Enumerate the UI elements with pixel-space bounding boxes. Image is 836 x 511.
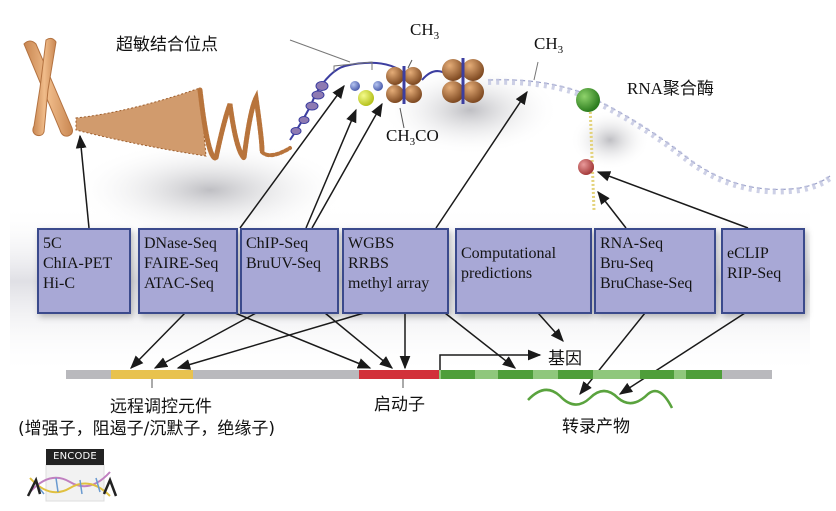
method-label: Computational	[461, 245, 557, 262]
method-label: ATAC-Seq	[144, 275, 214, 292]
arrow-computational-to-gene	[537, 312, 564, 343]
method-box-rna: RNA-Seq Bru-Seq BruChase-Seq	[594, 228, 716, 314]
arrow-rnaseq-to-transcript	[579, 312, 646, 396]
ch3-subscript: 3	[557, 44, 564, 56]
method-label: RRBS	[348, 255, 389, 272]
arrow-wgbs-to-gene	[444, 312, 517, 369]
gene-label: 基因	[548, 349, 582, 369]
ch3-histone-label: CH3	[410, 20, 440, 42]
histone-octamer	[386, 66, 422, 104]
method-label: predictions	[461, 265, 533, 282]
arrow-hic-to-chromosome	[75, 134, 90, 229]
nucleosome-shadow	[380, 65, 560, 155]
ch3-subscript: 3	[433, 30, 440, 42]
encode-logo-text: ENCODE	[46, 449, 104, 465]
chromatin-fiber	[75, 87, 292, 164]
arrow-chip-to-enhancer	[153, 312, 257, 369]
promoter-segment	[359, 370, 439, 379]
arrow-chip-to-histone	[311, 102, 383, 229]
method-box-chromatin-conformation: 5C ChIA-PET Hi-C	[37, 228, 131, 314]
method-label: Hi-C	[43, 275, 75, 292]
exon-4	[640, 370, 674, 379]
promoter-label: 启动子	[374, 395, 425, 415]
distal-element-segment	[111, 370, 193, 379]
ch3co-subscript: 3	[409, 136, 416, 148]
transcript-label: 转录产物	[562, 417, 630, 437]
dna-helix	[487, 78, 832, 195]
genome-track	[66, 349, 772, 388]
arrows-down	[130, 312, 746, 396]
ch3-text: CH	[410, 20, 434, 39]
encode-logo	[26, 464, 118, 502]
arrow-wgbs-to-enhancer	[176, 312, 365, 370]
ch3-text: CH	[534, 34, 558, 53]
tss-arrow	[439, 349, 542, 370]
arrow-eclip-to-rbp	[596, 171, 749, 229]
ch3co-text: CH	[386, 126, 410, 145]
method-label: ChIP-Seq	[246, 235, 309, 252]
method-label: RNA-Seq	[600, 235, 664, 252]
chromatin-shadow	[70, 140, 350, 240]
method-label: ChIA-PET	[43, 255, 113, 272]
arrow-dnase-to-open-site	[239, 84, 345, 229]
ch3-dna-label: CH3	[534, 34, 564, 56]
exon-3	[558, 370, 593, 379]
hypersensitive-bracket	[289, 39, 373, 72]
method-box-methylation: WGBS RRBS methyl array	[342, 228, 449, 314]
method-label: eCLIP	[727, 245, 769, 262]
exon-1	[441, 370, 475, 379]
method-label: methyl array	[348, 275, 430, 292]
arrow-wgbs-to-methyl	[435, 90, 528, 229]
hypersensitive-sites-label: 超敏结合位点	[116, 35, 218, 55]
arrow-dnase-to-promoter	[234, 312, 372, 369]
method-label: BruChase-Seq	[600, 275, 693, 292]
method-label: RIP-Seq	[727, 265, 782, 282]
arrow-chip-to-tf	[305, 108, 357, 229]
distal-element-label: 远程调控元件	[110, 397, 212, 417]
arrows-up	[75, 84, 749, 229]
distal-element-sublabel: (增强子，阻遏子/沉默子，绝缘子)	[18, 419, 275, 439]
arrow-chip-to-promoter	[324, 312, 394, 369]
method-box-chip: ChIP-Seq BruUV-Seq	[240, 228, 339, 314]
arrow-dnase-to-enhancer	[130, 312, 186, 369]
transcription-factor-cluster	[350, 81, 383, 106]
rna-polymerase-label: RNA聚合酶	[627, 79, 714, 98]
method-box-rna-binding: eCLIP RIP-Seq	[721, 228, 805, 314]
ch3co-tail: CO	[415, 126, 439, 145]
method-label: DNase-Seq	[144, 235, 217, 252]
method-label: WGBS	[348, 235, 395, 252]
method-label: BruUV-Seq	[246, 255, 321, 272]
method-label: FAIRE-Seq	[144, 255, 219, 272]
nucleosome-string	[289, 61, 401, 141]
arrow-rnaseq-to-rna	[597, 190, 627, 229]
transcript-wave	[527, 388, 674, 409]
method-box-open-chromatin: DNase-Seq FAIRE-Seq ATAC-Seq	[138, 228, 238, 314]
exon-2	[498, 370, 533, 379]
ch3-dna-pointer	[533, 61, 539, 81]
arrow-eclip-to-transcript	[618, 312, 746, 395]
ch3co-pointer	[399, 107, 405, 129]
exon-5	[686, 370, 722, 379]
method-label: Bru-Seq	[600, 255, 654, 272]
histone-octamer	[442, 58, 484, 104]
rna-polymerase	[576, 88, 600, 211]
method-box-computational: Computational predictions	[455, 228, 592, 314]
chromosome-icon	[23, 37, 73, 137]
ch3-pointer	[407, 59, 413, 69]
ch3co-label: CH3CO	[386, 126, 439, 148]
method-label: 5C	[43, 235, 62, 252]
